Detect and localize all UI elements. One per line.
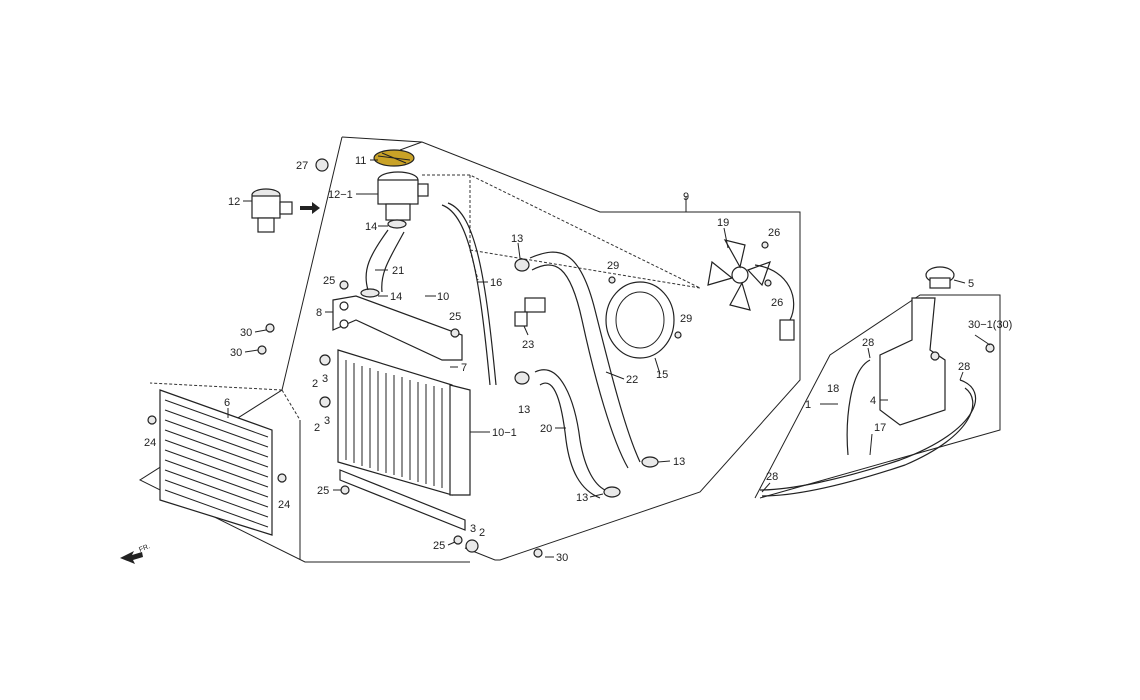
callout-10-1: 10−1 xyxy=(492,427,517,439)
callout-1: 1 xyxy=(805,399,811,411)
fan-shroud-15 xyxy=(605,276,682,359)
callout-18: 18 xyxy=(827,383,839,395)
radiator-fins xyxy=(345,360,443,488)
callout-3: 3 xyxy=(324,415,330,427)
callout-29: 29 xyxy=(607,260,619,272)
front-direction-label: FR. xyxy=(138,543,151,554)
callout-13: 13 xyxy=(576,492,588,504)
callout-5: 5 xyxy=(968,278,974,290)
callout-6: 6 xyxy=(224,397,230,409)
callout-9: 9 xyxy=(683,191,689,203)
callout-25: 25 xyxy=(449,311,461,323)
callout-13: 13 xyxy=(673,456,685,468)
callout-22: 22 xyxy=(626,374,638,386)
callout-12: 12 xyxy=(228,196,240,208)
reservoir-hoses xyxy=(759,359,977,497)
callout-2: 2 xyxy=(479,527,485,539)
callout-16: 16 xyxy=(490,277,502,289)
callout-4: 4 xyxy=(870,395,876,407)
callout-30-1-30: 30−1(30) xyxy=(968,319,1012,331)
reservoir-cap-5 xyxy=(925,266,955,289)
filler-neck-assembly-12 xyxy=(251,188,320,233)
cap-27 xyxy=(315,158,329,172)
callout-30: 30 xyxy=(240,327,252,339)
callout-28: 28 xyxy=(862,337,874,349)
callout-2: 2 xyxy=(314,422,320,434)
callout-30: 30 xyxy=(556,552,568,564)
callout-28: 28 xyxy=(958,361,970,373)
radiator-grille-6 xyxy=(159,389,273,536)
callout-26: 26 xyxy=(768,227,780,239)
callout-2: 2 xyxy=(312,378,318,390)
fasteners xyxy=(147,280,543,558)
callout-11: 11 xyxy=(355,155,366,167)
callout-25: 25 xyxy=(433,540,445,552)
callout-13: 13 xyxy=(511,233,523,245)
radiator-core-10 xyxy=(337,349,471,531)
callout-10: 10 xyxy=(437,291,449,303)
callout-3: 3 xyxy=(470,523,476,535)
upper-hose-22 xyxy=(529,251,641,469)
front-direction-arrow-icon xyxy=(120,551,143,564)
callout-28: 28 xyxy=(766,471,778,483)
hose-clamp-14 xyxy=(360,219,407,298)
callout-19: 19 xyxy=(717,217,729,229)
callout-17: 17 xyxy=(874,422,886,434)
callout-14: 14 xyxy=(390,291,402,303)
callout-25: 25 xyxy=(323,275,335,287)
lower-hose-20 xyxy=(534,369,606,499)
callout-24: 24 xyxy=(278,499,290,511)
callout-14: 14 xyxy=(365,221,377,233)
callout-20: 20 xyxy=(540,423,552,435)
callout-3: 3 xyxy=(322,373,328,385)
hose-21 xyxy=(365,229,405,293)
reservoir-group-outline xyxy=(754,294,1001,499)
filler-neck-12-1 xyxy=(377,171,429,221)
callout-24: 24 xyxy=(144,437,156,449)
bracket-8 xyxy=(332,295,463,361)
callout-29: 29 xyxy=(680,313,692,325)
radiator-cap-11 xyxy=(373,149,415,167)
callout-26: 26 xyxy=(771,297,783,309)
callout-23: 23 xyxy=(522,339,534,351)
callout-27: 27 xyxy=(296,160,308,172)
callout-15: 15 xyxy=(656,369,668,381)
callout-30: 30 xyxy=(230,347,242,359)
callout-21: 21 xyxy=(392,265,404,277)
overflow-tube-16 xyxy=(441,202,497,386)
callout-25: 25 xyxy=(317,485,329,497)
hose-clamp-13 xyxy=(514,258,659,498)
leader-lines xyxy=(227,159,991,558)
callout-labels: 11 27 12 12−1 14 21 25 14 10 16 8 25 30 … xyxy=(144,155,1012,564)
reservoir-tank-4 xyxy=(879,297,995,426)
direction-arrow-icon xyxy=(300,202,320,214)
fan-19 xyxy=(707,239,795,341)
callout-7: 7 xyxy=(461,362,467,374)
callout-8: 8 xyxy=(316,307,322,319)
callout-13: 13 xyxy=(518,404,530,416)
thermo-switch-23 xyxy=(514,297,546,327)
callout-12-1: 12−1 xyxy=(328,189,353,201)
